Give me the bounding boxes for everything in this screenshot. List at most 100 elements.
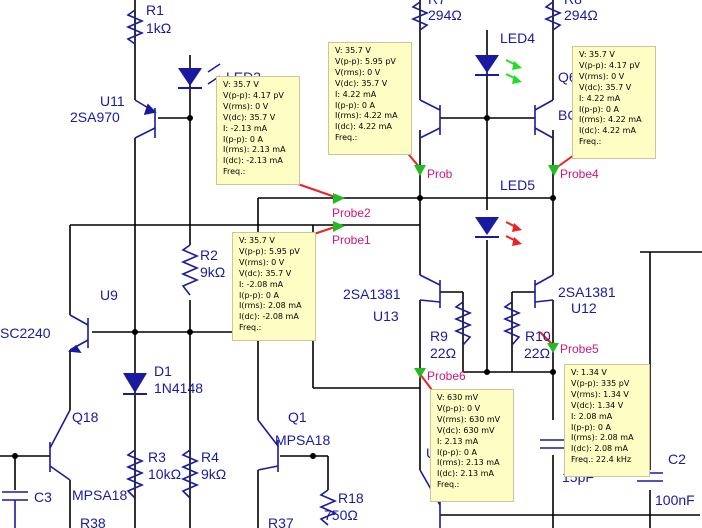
- probe6-reading: I(p-p): 0 A: [437, 447, 477, 457]
- probe1-reading: Freq.:: [239, 323, 262, 333]
- probe3-reading: I(rms): 4.22 mA: [335, 111, 398, 121]
- transistor-q-mid[interactable]: [419, 99, 441, 139]
- probe4-label[interactable]: Probe4: [560, 167, 599, 181]
- probe5-reading: I(dc): 2.08 mA: [571, 444, 628, 454]
- probe5-label[interactable]: Probe5: [560, 342, 599, 356]
- resistor-r8[interactable]: [543, 1, 563, 31]
- resistor-r3[interactable]: [125, 449, 145, 499]
- transistor-q1[interactable]: [257, 419, 279, 472]
- probe1-reading: V: 35.7 V: [239, 236, 275, 245]
- r10-value: 22Ω: [524, 345, 550, 361]
- probe2-reading: I(dc): -2.13 mA: [223, 156, 283, 166]
- diode-d1[interactable]: [123, 373, 147, 395]
- transistor-u9[interactable]: [68, 314, 89, 353]
- c2-value: 100nF: [655, 492, 695, 508]
- led3-symbol[interactable]: [178, 63, 221, 89]
- probe5-reading: I: 2.08 mA: [571, 411, 613, 421]
- probe3-reading: Freq.:: [335, 133, 358, 143]
- r9-ref: R9: [430, 328, 448, 344]
- probe2-reading: V: 35.7 V: [223, 80, 259, 89]
- probe-markers[interactable]: [333, 165, 560, 378]
- r3-value: 10kΩ: [148, 466, 181, 482]
- u12-part: 2SA1381: [558, 284, 616, 300]
- r3-ref: R3: [148, 449, 166, 465]
- probe5-reading: V(dc): 1.34 V: [571, 400, 624, 410]
- resistor-r7[interactable]: [410, 1, 430, 31]
- probe1-reading: V(rms): 0 V: [239, 257, 285, 267]
- d1-part: 1N4148: [154, 380, 203, 396]
- capacitor-c3[interactable]: [2, 491, 28, 528]
- probe3-label[interactable]: Prob: [427, 167, 453, 181]
- probe3-tooltip: V: 35.7 V V(p-p): 5.95 pV V(rms): 0 V V(…: [328, 42, 412, 155]
- resistor-r10[interactable]: [502, 301, 522, 346]
- u12-ref: U12: [571, 300, 597, 316]
- transistor-q6[interactable]: [534, 99, 554, 139]
- probe2-reading: Freq.:: [223, 167, 246, 177]
- probe4-reading: I(rms): 4.22 mA: [579, 115, 642, 125]
- transistor-u13[interactable]: [419, 274, 441, 308]
- probe4-reading: I: 4.22 mA: [579, 93, 621, 103]
- r7-ref: R7: [428, 0, 446, 7]
- led4-symbol[interactable]: [475, 55, 522, 84]
- resistor-r4[interactable]: [180, 449, 200, 499]
- led4-ref: LED4: [500, 30, 535, 46]
- q18-ref: Q18: [72, 409, 99, 425]
- led5-ref: LED5: [500, 177, 535, 193]
- probe4-reading: Freq.:: [579, 137, 602, 147]
- probe4-reading: V(p-p): 4.17 pV: [579, 60, 640, 70]
- transistor-u11[interactable]: [134, 99, 157, 139]
- probe4-tooltip: V: 35.7 V V(p-p): 4.17 pV V(rms): 0 V V(…: [572, 46, 656, 159]
- probe6-reading: I: 2.13 mA: [437, 436, 479, 446]
- probe3-reading: I(p-p): 0 A: [335, 100, 375, 110]
- c2-ref: C2: [668, 451, 686, 467]
- resistor-r9[interactable]: [453, 301, 473, 346]
- probe2-label[interactable]: Probe2: [332, 206, 371, 220]
- resistor-r2[interactable]: [180, 244, 200, 296]
- transistor-u12[interactable]: [534, 274, 554, 308]
- probe1-reading: I(rms): 2.08 mA: [239, 301, 302, 311]
- d1-ref: D1: [154, 363, 172, 379]
- probe5-reading: I(p-p): 0 A: [571, 422, 611, 432]
- probe6-reading: V(rms): 630 mV: [437, 414, 501, 424]
- probe5-reading: I(rms): 2.08 mA: [571, 433, 634, 443]
- q18-part: MPSA18: [72, 487, 127, 503]
- probe2-reading: V(p-p): 4.17 pV: [223, 90, 284, 100]
- q1-part: MPSA18: [275, 432, 330, 448]
- probe5-reading: V(p-p): 335 pV: [571, 378, 630, 388]
- probe2-reading: I(p-p): 0 A: [223, 134, 263, 144]
- r8-value: 294Ω: [564, 7, 598, 23]
- r37-ref: R37: [268, 515, 294, 528]
- r4-ref: R4: [201, 449, 219, 465]
- probe5-reading: Freq.: 22.4 kHz: [571, 455, 632, 465]
- resistor-r18[interactable]: [318, 489, 338, 526]
- q1-ref: Q1: [288, 409, 307, 425]
- u11-part: 2SA970: [70, 109, 120, 125]
- probe4-reading: V(rms): 0 V: [579, 71, 625, 81]
- probe6-reading: I(dc): 2.13 mA: [437, 469, 494, 479]
- probe1-reading: I(p-p): 0 A: [239, 290, 279, 300]
- probe3-reading: V(p-p): 5.95 pV: [335, 56, 396, 66]
- r1-ref: R1: [146, 2, 164, 18]
- transistor-q18[interactable]: [49, 409, 71, 481]
- u11-ref: U11: [100, 93, 125, 109]
- probe1-label[interactable]: Probe1: [332, 233, 371, 247]
- probe5-tooltip: V: 1.34 V V(p-p): 335 pV V(rms): 1.34 V …: [564, 364, 650, 477]
- probe6-reading: V: 630 mV: [437, 393, 479, 402]
- probe2-reading: I(rms): 2.13 mA: [223, 145, 286, 155]
- probe4-reading: I(p-p): 0 A: [579, 104, 619, 114]
- probe6-label[interactable]: Probe6: [427, 369, 466, 383]
- probe6-reading: I(rms): 2.13 mA: [437, 458, 500, 468]
- probe6-reading: V(p-p): 0 V: [437, 403, 481, 413]
- probe3-reading: V(dc): 35.7 V: [335, 78, 388, 88]
- r9-value: 22Ω: [430, 345, 456, 361]
- r10-ref: R10: [525, 328, 551, 344]
- led5-symbol[interactable]: [475, 217, 522, 246]
- capacitor-low[interactable]: [540, 439, 566, 449]
- r8-ref: R8: [564, 0, 582, 7]
- probe1-reading: I(dc): -2.08 mA: [239, 312, 299, 322]
- probe5-reading: V: 1.34 V: [571, 368, 607, 377]
- q-left-part: SC2240: [0, 325, 51, 341]
- resistor-r1[interactable]: [125, 9, 145, 45]
- u13-part: 2SA1381: [343, 286, 401, 302]
